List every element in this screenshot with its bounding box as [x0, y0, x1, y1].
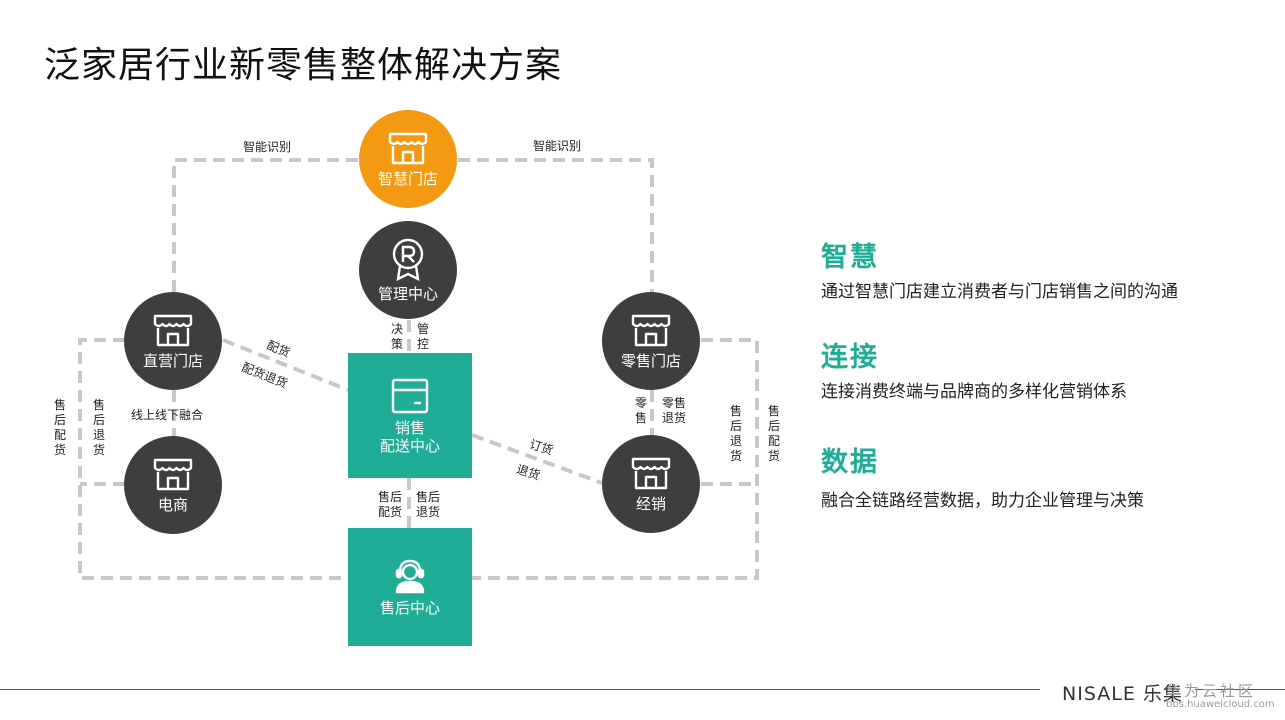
mgmt-center-label: 管理中心 — [377, 285, 438, 303]
ecommerce-node: 电商 — [124, 436, 222, 534]
line-direct-sales — [222, 338, 349, 392]
store-icon — [153, 458, 193, 491]
edge-label-right-outer: 售后配货 — [767, 404, 780, 463]
sales-center-node: 销售 配送中心 — [348, 353, 472, 478]
footer-divider — [0, 689, 1040, 690]
line-sales-dist — [471, 433, 603, 485]
feature-desc-data: 融合全链路经营数据，助力企业管理与决策 — [821, 491, 1144, 511]
ecommerce-label: 电商 — [157, 496, 188, 514]
line-left-outer — [78, 338, 348, 580]
feature-heading-connect: 连接 — [821, 342, 879, 373]
smart-store-node: 智慧门店 — [359, 110, 457, 208]
feature-desc-connect: 连接消费终端与品牌商的多样化营销体系 — [821, 382, 1127, 402]
edge-label-decision: 决策 — [390, 322, 403, 351]
package-icon — [391, 378, 429, 413]
line-right-outer — [472, 338, 759, 580]
edge-label-control: 管控 — [416, 322, 429, 351]
direct-store-node: 直营门店 — [124, 292, 222, 390]
edge-label-left-outer: 售后配货 — [53, 398, 66, 457]
edge-label-after-return: 售后退货 — [416, 490, 441, 519]
edge-label-retail-sale: 零售 — [634, 396, 647, 425]
retail-store-node: 零售门店 — [602, 292, 700, 390]
store-icon — [631, 457, 671, 490]
retail-store-label: 零售门店 — [620, 352, 681, 370]
direct-store-label: 直营门店 — [142, 352, 203, 370]
sales-center-label: 销售 配送中心 — [379, 418, 440, 455]
watermark-url: bbs.huaweicloud.com — [1166, 699, 1275, 710]
after-sales-center-node: 售后中心 — [348, 528, 472, 646]
store-icon — [631, 314, 671, 347]
headset-agent-icon — [395, 559, 425, 594]
edge-label-after-delivery: 售后配货 — [378, 490, 403, 519]
registered-badge-icon — [392, 238, 424, 281]
edge-label-right-inner: 售后退货 — [729, 404, 742, 463]
feature-heading-smart: 智慧 — [821, 242, 879, 273]
feature-heading-data: 数据 — [821, 447, 879, 478]
distribution-label: 经销 — [635, 495, 666, 513]
store-icon — [153, 314, 193, 347]
watermark-text: 华为云社区 — [1166, 682, 1257, 700]
edge-label-smart-recog-left: 智能识别 — [243, 140, 292, 154]
mgmt-center-node: 管理中心 — [359, 221, 457, 319]
brand-logo-text: NISALE 乐集 — [1062, 683, 1183, 705]
after-sales-center-label: 售后中心 — [379, 599, 440, 617]
line-smart-retail — [458, 158, 654, 292]
distribution-node: 经销 — [602, 435, 700, 533]
page-title: 泛家居行业新零售整体解决方案 — [44, 45, 563, 86]
footer-divider-right — [1195, 689, 1285, 690]
line-smart-direct — [172, 158, 358, 292]
edge-label-left-inner: 售后退货 — [92, 398, 105, 457]
edge-label-online-offline: 线上线下融合 — [131, 408, 204, 422]
edge-label-smart-recog-right: 智能识别 — [533, 139, 582, 153]
smart-store-label: 智慧门店 — [377, 170, 438, 188]
edge-label-retail-return: 零售退货 — [662, 396, 687, 425]
feature-desc-smart: 通过智慧门店建立消费者与门店销售之间的沟通 — [821, 282, 1178, 302]
store-icon — [388, 132, 428, 165]
